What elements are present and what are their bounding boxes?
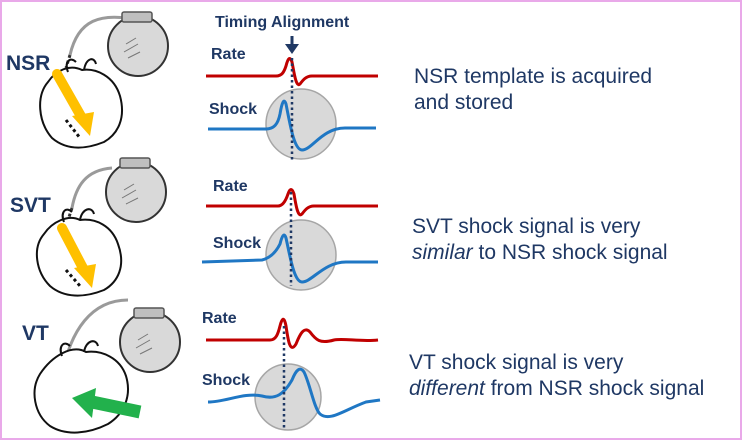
row-label-svt: SVT (10, 194, 51, 217)
shock-trace-vt (207, 367, 381, 419)
description-svt-part-3: to NSR shock signal (472, 241, 668, 264)
description-nsr: NSR template is acquired and stored (414, 64, 652, 116)
shock-trace-svt (201, 233, 378, 284)
timing-alignment-label: Timing Alignment (215, 14, 350, 31)
description-vt-emphasis: different (409, 377, 485, 400)
comparison-circle-nsr (265, 88, 337, 160)
description-nsr-part-2: and stored (414, 91, 514, 114)
row-label-vt: VT (22, 322, 49, 345)
rate-label-svt: Rate (213, 178, 248, 195)
shock-trace-nsr (208, 99, 376, 152)
shock-label-nsr: Shock (209, 101, 258, 118)
description-nsr-part-1: NSR template is acquired (414, 65, 653, 88)
row-label-nsr: NSR (6, 52, 51, 75)
comparison-circle-vt (254, 363, 322, 431)
rate-trace-vt (206, 317, 379, 349)
rate-trace-svt (206, 188, 378, 217)
description-svt: SVT shock signal is very similar to NSR … (412, 214, 668, 266)
description-vt-part-3: from NSR shock signal (484, 377, 705, 400)
pacemaker-icon (119, 307, 181, 373)
description-svt-emphasis: similar (412, 241, 473, 264)
green-arrow-icon (72, 388, 142, 419)
yellow-arrow-icon (52, 69, 94, 136)
pacemaker-icon (105, 157, 167, 223)
shock-label-vt: Shock (202, 372, 251, 389)
description-svt-part-1: SVT shock signal is very (412, 215, 641, 238)
rate-label-vt: Rate (202, 310, 237, 327)
rate-trace-nsr (206, 57, 378, 87)
comparison-circle-svt (265, 219, 337, 291)
pacemaker-icon (107, 11, 169, 77)
rate-label-nsr: Rate (211, 46, 246, 63)
yellow-arrow-icon (57, 223, 96, 288)
timing-arrow-icon (285, 36, 299, 54)
description-vt: VT shock signal is very different from N… (409, 350, 704, 402)
description-vt-part-1: VT shock signal is very (409, 351, 624, 374)
shock-label-svt: Shock (213, 235, 262, 252)
